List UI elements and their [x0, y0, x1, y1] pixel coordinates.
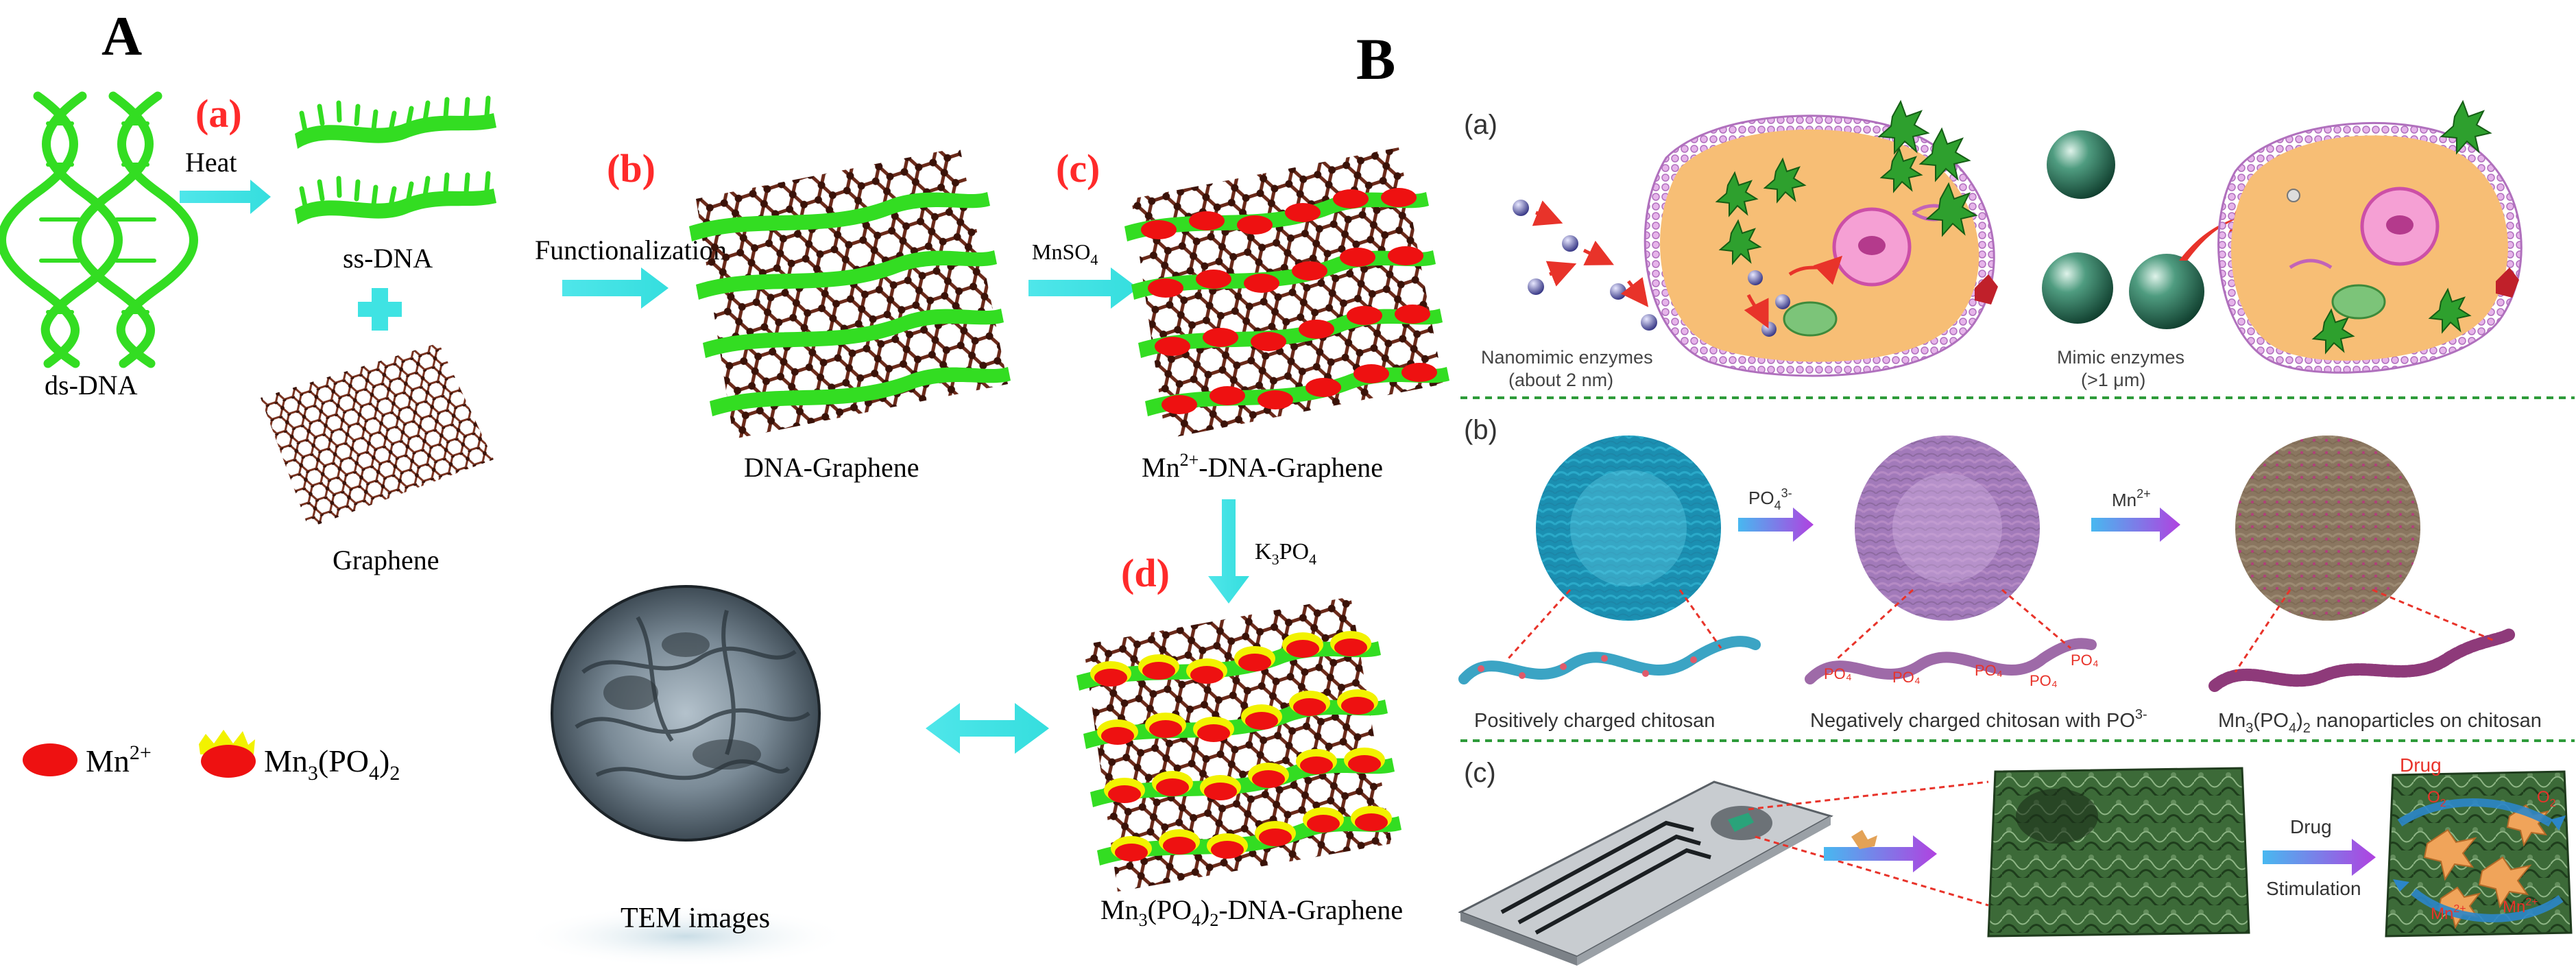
po4-arrow — [1738, 508, 1814, 542]
chitosan-strands: PO₄ PO₄ PO₄ PO₄ PO₄ — [1458, 588, 2516, 692]
drug-top-label: Drug — [2400, 754, 2442, 776]
cell-right — [2217, 121, 2523, 374]
tem-image — [551, 585, 821, 842]
drug-arrow-label: Drug — [2290, 816, 2332, 837]
tem-images-label: TEM images — [621, 903, 770, 934]
step-c-label: (c) — [1056, 146, 1100, 191]
film-after — [2385, 770, 2573, 938]
legend-mn-label: Mn2+ — [86, 741, 152, 778]
stimulation-label: Stimulation — [2266, 878, 2361, 899]
legend-mnpo-label: Mn3(PO4)2 — [264, 743, 400, 785]
row-a-label: (a) — [1464, 110, 1497, 140]
mn-arrow-label: Mn2+ — [2112, 487, 2151, 510]
graphene-label: Graphene — [333, 545, 439, 575]
mn-right-label: Mn2+ — [2503, 896, 2538, 916]
mnpo-nanoparticles-label: Mn3(PO4)2 nanoparticles on chitosan — [2218, 710, 2542, 736]
po4-arrow-label: PO43- — [1748, 486, 1792, 512]
mn-left-label: Mn2+ — [2431, 903, 2466, 923]
step-b-label: (b) — [607, 146, 655, 191]
svg-text:PO₄: PO₄ — [2071, 652, 2099, 669]
svg-text:PO₄: PO₄ — [1975, 662, 2003, 679]
svg-text:PO₄: PO₄ — [2030, 672, 2058, 689]
mnso4-label: MnSO4 — [1032, 239, 1098, 268]
mn-dna-graphene-icon — [1124, 147, 1449, 439]
mnso4-arrow — [1028, 267, 1138, 309]
step-d-label: (d) — [1121, 551, 1170, 595]
o2-right-label: O2 — [2537, 788, 2556, 809]
svg-text:PO₄: PO₄ — [1824, 665, 1852, 682]
ss-dna-icon — [295, 95, 496, 224]
drug-arrow — [2263, 839, 2376, 876]
mimic-spheres — [2042, 130, 2246, 329]
cell-seeding-arrow — [1824, 835, 1937, 872]
plus-icon — [358, 288, 402, 331]
mimic-label: Mimic enzymes — [2057, 347, 2184, 368]
nanomimic-size-label: (about 2 nm) — [1508, 370, 1613, 390]
mn-dna-graphene-label: Mn2+-DNA-Graphene — [1142, 450, 1383, 483]
o2-left-label: O2 — [2427, 788, 2446, 809]
ds-dna-label: ds-DNA — [45, 370, 138, 401]
heat-arrow — [180, 180, 271, 214]
legend-mnpo-swatch — [199, 730, 256, 778]
enzyme-stars-outside-left — [1877, 99, 1978, 237]
cell-left — [1644, 115, 1998, 377]
row-b-label: (b) — [1464, 415, 1497, 445]
heat-label: Heat — [185, 147, 237, 178]
functionalization-arrow — [562, 267, 669, 309]
step-a-label: (a) — [195, 91, 242, 136]
legend-mn-swatch — [23, 743, 77, 776]
mnpo-dna-graphene-icon — [1076, 597, 1401, 892]
electrode-chip — [1458, 780, 1833, 966]
dna-graphene-icon — [689, 147, 1011, 439]
double-arrow — [926, 703, 1049, 754]
mnpo-dna-graphene-label: Mn3(PO4)2-DNA-Graphene — [1100, 894, 1403, 930]
chip-zoom-lines — [1748, 780, 1989, 907]
cell-icon — [1851, 830, 1877, 849]
chitosan-purple-ball — [1855, 436, 2040, 621]
enzyme-stars-outside-right — [2440, 99, 2492, 155]
panel-a-label: A — [101, 5, 142, 67]
positive-chitosan-label: Positively charged chitosan — [1474, 710, 1715, 732]
negative-chitosan-label: Negatively charged chitosan with PO3- — [1810, 707, 2147, 732]
ss-dna-label: ss-DNA — [343, 243, 433, 274]
mimic-size-label: (>1 μm) — [2081, 370, 2145, 390]
tem-shadow — [521, 905, 850, 967]
nanomimic-label: Nanomimic enzymes — [1481, 347, 1653, 368]
k3po4-label: K3PO4 — [1255, 539, 1316, 568]
dna-graphene-label: DNA-Graphene — [744, 452, 919, 483]
panel-b-label: B — [1356, 26, 1395, 92]
graphene-sheet-icon — [261, 343, 494, 528]
k3po4-arrow — [1208, 499, 1249, 604]
row-c-label: (c) — [1464, 758, 1496, 788]
ds-dna-icon — [0, 91, 198, 368]
mn-arrow — [2091, 508, 2180, 542]
svg-text:PO₄: PO₄ — [1892, 669, 1921, 686]
chitosan-brown-ball — [2235, 436, 2420, 621]
film-before — [1987, 767, 2250, 938]
nanomimic-particles — [1513, 200, 1657, 331]
chitosan-blue-ball — [1536, 436, 1721, 621]
